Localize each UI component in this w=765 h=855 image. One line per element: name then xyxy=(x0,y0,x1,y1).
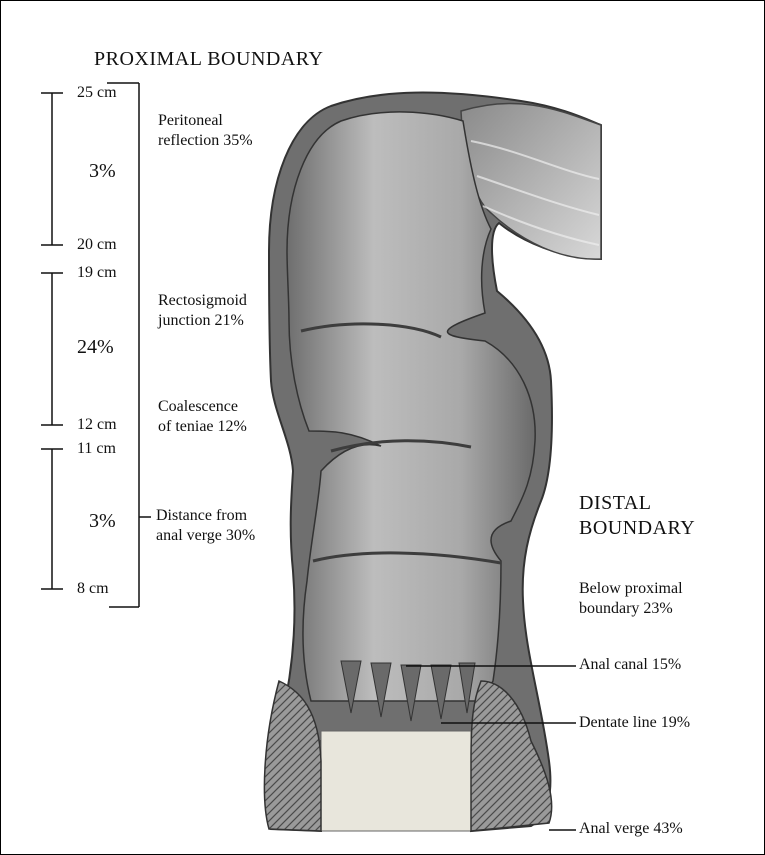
criterion-line: reflection 35% xyxy=(158,131,253,151)
criterion-line: anal verge 30% xyxy=(156,526,255,546)
mark-12cm: 12 cm xyxy=(77,415,117,435)
mark-19cm: 19 cm xyxy=(77,263,117,283)
mark-11cm: 11 cm xyxy=(77,439,116,459)
criterion-line: of teniae 12% xyxy=(158,417,247,437)
criterion-distance-from-anal-verge: Distance from anal verge 30% xyxy=(156,506,255,546)
mark-25cm: 25 cm xyxy=(77,83,117,103)
criterion-line: junction 21% xyxy=(158,311,247,331)
criterion-line: Coalescence xyxy=(158,397,247,417)
criterion-line: Distance from xyxy=(156,506,255,526)
criterion-below-proximal-boundary: Below proximal boundary 23% xyxy=(579,579,683,619)
distal-boundary-heading: DISTAL BOUNDARY xyxy=(579,491,695,541)
criterion-rectosigmoid-junction: Rectosigmoid junction 21% xyxy=(158,291,247,331)
segment-percent-upper: 3% xyxy=(89,159,116,184)
criterion-line: Peritoneal xyxy=(158,111,253,131)
heading-line: BOUNDARY xyxy=(579,516,695,541)
segment-percent-middle: 24% xyxy=(77,335,114,360)
criterion-line: boundary 23% xyxy=(579,599,683,619)
criterion-line: Below proximal xyxy=(579,579,683,599)
heading-line: DISTAL xyxy=(579,491,695,516)
proximal-boundary-heading: PROXIMAL BOUNDARY xyxy=(94,47,323,72)
criterion-coalescence-of-teniae: Coalescence of teniae 12% xyxy=(158,397,247,437)
mark-20cm: 20 cm xyxy=(77,235,117,255)
criterion-peritoneal-reflection: Peritoneal reflection 35% xyxy=(158,111,253,151)
mark-8cm: 8 cm xyxy=(77,579,109,599)
anal-canal xyxy=(321,731,471,831)
criterion-anal-canal: Anal canal 15% xyxy=(579,655,681,675)
criterion-dentate-line: Dentate line 19% xyxy=(579,713,690,733)
criterion-line: Rectosigmoid xyxy=(158,291,247,311)
criterion-anal-verge: Anal verge 43% xyxy=(579,819,683,839)
segment-percent-lower: 3% xyxy=(89,509,116,534)
